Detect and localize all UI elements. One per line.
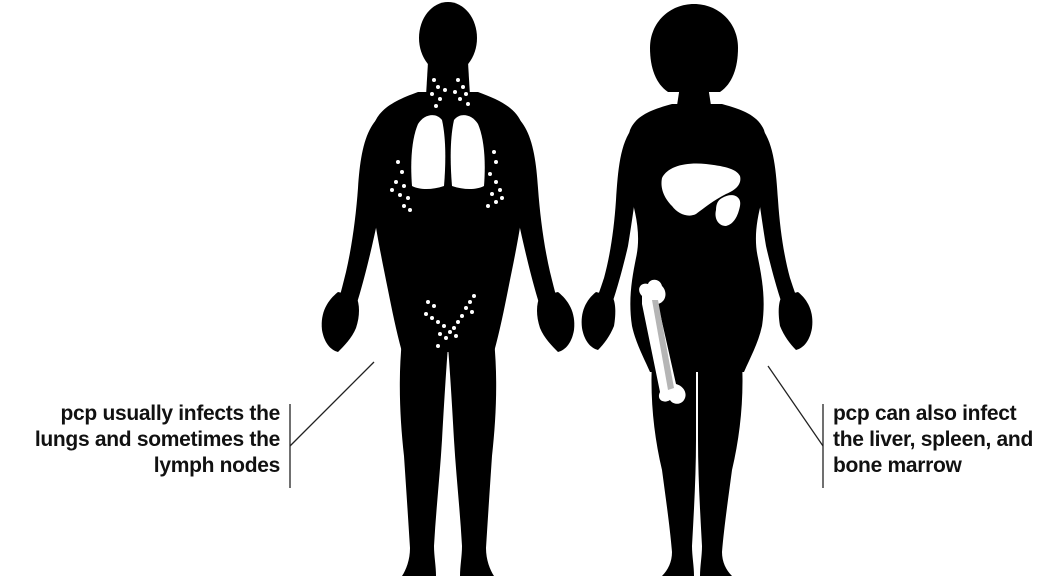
callout-left-line: lymph nodes bbox=[0, 453, 280, 479]
callout-left-line: pcp usually infects the bbox=[0, 401, 280, 427]
callout-left-leader bbox=[290, 362, 374, 488]
callout-right-line: bone marrow bbox=[833, 453, 1056, 479]
callout-right-leader bbox=[768, 366, 823, 488]
callout-right-line: pcp can also infect bbox=[833, 401, 1056, 427]
male-silhouette-icon bbox=[322, 2, 575, 576]
callout-left: pcp usually infects the lungs and someti… bbox=[0, 401, 280, 479]
callout-right-line: the liver, spleen, and bbox=[833, 427, 1056, 453]
callout-left-line: lungs and sometimes the bbox=[0, 427, 280, 453]
female-silhouette-icon bbox=[582, 4, 813, 576]
callout-right: pcp can also infect the liver, spleen, a… bbox=[833, 401, 1056, 479]
